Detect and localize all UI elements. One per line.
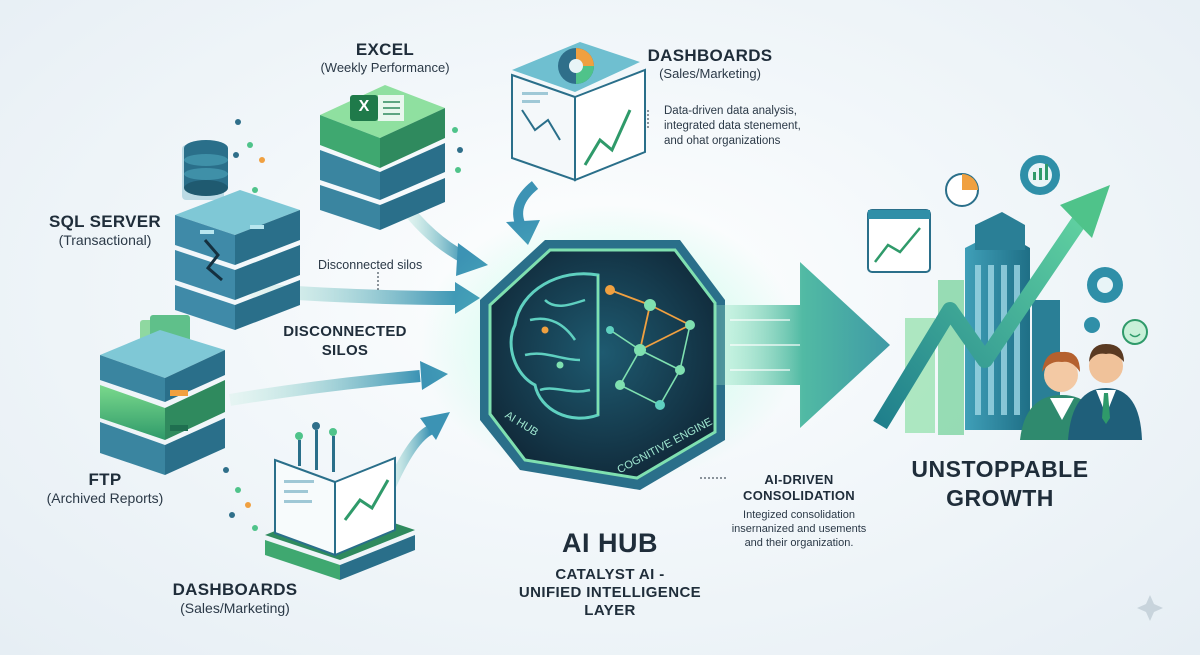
ftp-subtitle: (Archived Reports) bbox=[46, 490, 164, 506]
dashboards-top-subtitle: (Sales/Marketing) bbox=[659, 66, 761, 81]
excel-icon bbox=[320, 85, 445, 230]
consolidation-note-line: and their organization. bbox=[744, 537, 854, 549]
excel-subtitle: (Weekly Performance) bbox=[320, 60, 450, 75]
ai-hub-core bbox=[420, 205, 800, 490]
excel-label: EXCEL (Weekly Performance) bbox=[315, 40, 455, 75]
ftp-server-icon bbox=[100, 315, 225, 475]
silos-big-label: DISCONNECTED SILOS bbox=[265, 322, 425, 360]
sparkle-icon bbox=[1137, 595, 1163, 621]
silos-big-line: DISCONNECTED bbox=[283, 323, 407, 340]
ftp-label: FTP (Archived Reports) bbox=[30, 470, 180, 506]
top-note: Data-driven data analysis, integrated da… bbox=[664, 104, 801, 149]
consolidation-title-line: AI-DRIVEN bbox=[764, 472, 834, 487]
ftp-title: FTP bbox=[88, 470, 122, 489]
top-note-line: and ohat organizations bbox=[664, 135, 781, 147]
growth-title: UNSTOPPABLE GROWTH bbox=[880, 455, 1120, 513]
dashboards-bottom-subtitle: (Sales/Marketing) bbox=[180, 600, 290, 616]
top-note-line: Data-driven data analysis, bbox=[664, 105, 797, 117]
growth-arrow-main bbox=[715, 262, 890, 428]
dashboards-bottom-label: DASHBOARDS (Sales/Marketing) bbox=[150, 580, 320, 616]
hub-subtitle-line: CATALYST AI - bbox=[555, 566, 665, 583]
growth-title-line: UNSTOPPABLE bbox=[911, 456, 1089, 482]
silos-big-line: SILOS bbox=[321, 342, 369, 359]
top-note-line: integrated data stenement, bbox=[664, 120, 801, 132]
growth-scene bbox=[867, 155, 1148, 440]
consolidation-title-line: CONSOLIDATION bbox=[743, 488, 855, 503]
data-particles bbox=[223, 119, 463, 531]
consolidation-note-line: Integized consolidation bbox=[743, 509, 855, 521]
excel-logo-letter: X bbox=[358, 98, 370, 115]
excel-title: EXCEL bbox=[355, 40, 415, 59]
hub-subtitle-line: LAYER bbox=[584, 602, 636, 619]
consolidation-title: AI-DRIVEN CONSOLIDATION bbox=[714, 472, 884, 504]
growth-title-line: GROWTH bbox=[946, 485, 1054, 511]
sql-server-title: SQL SERVER bbox=[49, 212, 161, 231]
dashboards-top-label: DASHBOARDS (Sales/Marketing) bbox=[620, 46, 800, 81]
leader-lines bbox=[377, 110, 728, 479]
sql-server-subtitle: (Transactional) bbox=[58, 232, 152, 248]
dashboards-top-title: DASHBOARDS bbox=[647, 46, 773, 65]
hub-subtitle-line: UNIFIED INTELLIGENCE bbox=[518, 584, 702, 601]
consolidation-note-line: insernanized and usements bbox=[731, 523, 867, 535]
dashboard-bottom-icon bbox=[265, 422, 415, 580]
silos-small-label: Disconnected silos bbox=[318, 258, 423, 272]
consolidation-note: Integized consolidation insernanized and… bbox=[714, 508, 884, 550]
sql-server-icon bbox=[175, 140, 300, 330]
hub-subtitle: CATALYST AI - UNIFIED INTELLIGENCE LAYER bbox=[470, 566, 750, 620]
sql-server-label: SQL SERVER (Transactional) bbox=[30, 212, 180, 248]
hub-title: AI HUB bbox=[562, 528, 658, 558]
dashboard-top-icon bbox=[511, 42, 646, 182]
dashboards-bottom-title: DASHBOARDS bbox=[172, 580, 298, 599]
